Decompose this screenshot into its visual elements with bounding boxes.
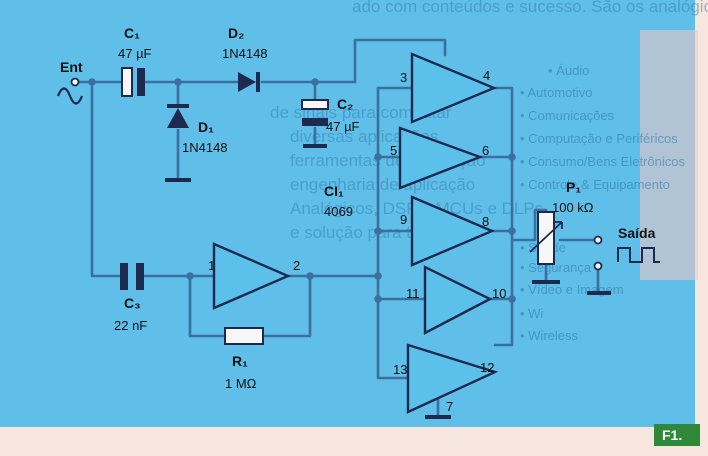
capacitor-c3 xyxy=(120,263,144,290)
c1-value: 47 µF xyxy=(118,46,152,61)
input-label: Ent xyxy=(60,59,83,75)
diode-d1 xyxy=(165,104,191,182)
input-terminal xyxy=(56,77,84,105)
bg-list-item: • Computação e Periféricos xyxy=(520,131,678,146)
pin-label: 7 xyxy=(446,399,453,414)
bg-list-item: • Wi xyxy=(520,306,543,321)
pin-label: 10 xyxy=(492,286,506,301)
pin-label: 4 xyxy=(483,68,490,83)
diagram-panel xyxy=(0,0,695,427)
d2-name: D₂ xyxy=(228,25,244,41)
d1-name: D₁ xyxy=(198,119,214,135)
inverter-gate-5-6 xyxy=(398,126,484,190)
pin-label: 9 xyxy=(400,212,407,227)
c3-name: C₃ xyxy=(124,295,141,311)
ground-symbol xyxy=(425,415,451,419)
p1-name: P₁ xyxy=(566,179,581,195)
figure-label: F1. xyxy=(662,427,682,443)
capacitor-c2 xyxy=(301,99,329,148)
c1-name: C₁ xyxy=(124,25,140,41)
r1-name: R₁ xyxy=(232,353,248,369)
ci1-value: 4069 xyxy=(324,204,353,219)
output-terminal xyxy=(587,235,660,295)
pin-label: 1 xyxy=(208,258,215,273)
inverter-gate-13-12 xyxy=(406,343,499,414)
diode-d2 xyxy=(238,72,260,92)
inverter-gate-9-8 xyxy=(410,195,496,267)
pin-label: 6 xyxy=(482,143,489,158)
junctions xyxy=(88,78,516,303)
c2-value: 47 µF xyxy=(326,119,360,134)
bg-list-item: • Controle & Equipamento xyxy=(520,177,670,192)
bg-list-item: • Automotivo xyxy=(520,85,592,100)
side-strip xyxy=(640,30,698,280)
pin-label: 13 xyxy=(393,362,407,377)
capacitor-c1 xyxy=(121,67,145,97)
d1-value: 1N4148 xyxy=(182,140,228,155)
bg-list-item: • Segurança xyxy=(520,260,592,275)
bg-list-item: • Comunicações xyxy=(520,108,615,123)
bg-body-line: engenharia de aplicação xyxy=(290,175,475,194)
p1-value: 100 kΩ xyxy=(552,200,594,215)
wires xyxy=(73,38,600,418)
inverter-gate-11-10 xyxy=(423,265,493,335)
c3-value: 22 nF xyxy=(114,318,147,333)
d2-value: 1N4148 xyxy=(222,46,268,61)
pin-label: 5 xyxy=(390,143,397,158)
bg-list-item: • Áudio xyxy=(548,63,589,78)
ci1-name: CI₁ xyxy=(324,183,344,199)
pin-label: 3 xyxy=(400,70,407,85)
bg-header-text: ado com conteúdos e sucesso. São os anal… xyxy=(352,0,708,16)
figure-badge xyxy=(654,424,700,446)
r1-value: 1 MΩ xyxy=(225,376,257,391)
pin-label: 11 xyxy=(406,286,420,301)
bg-list-item: • Consumo/Bens Eletrônicos xyxy=(520,154,685,169)
pin-label: 8 xyxy=(482,214,489,229)
inverter-gate-a xyxy=(212,242,292,310)
inverter-gate-3-4 xyxy=(410,52,498,124)
bg-list-item: • Wireless xyxy=(520,328,578,343)
output-label: Saída xyxy=(618,225,656,241)
pin-label: 2 xyxy=(293,258,300,273)
potentiometer-p1 xyxy=(529,211,563,284)
pin-label: 12 xyxy=(480,360,494,375)
resistor-r1 xyxy=(224,327,264,345)
c2-name: C₂ xyxy=(337,96,353,112)
